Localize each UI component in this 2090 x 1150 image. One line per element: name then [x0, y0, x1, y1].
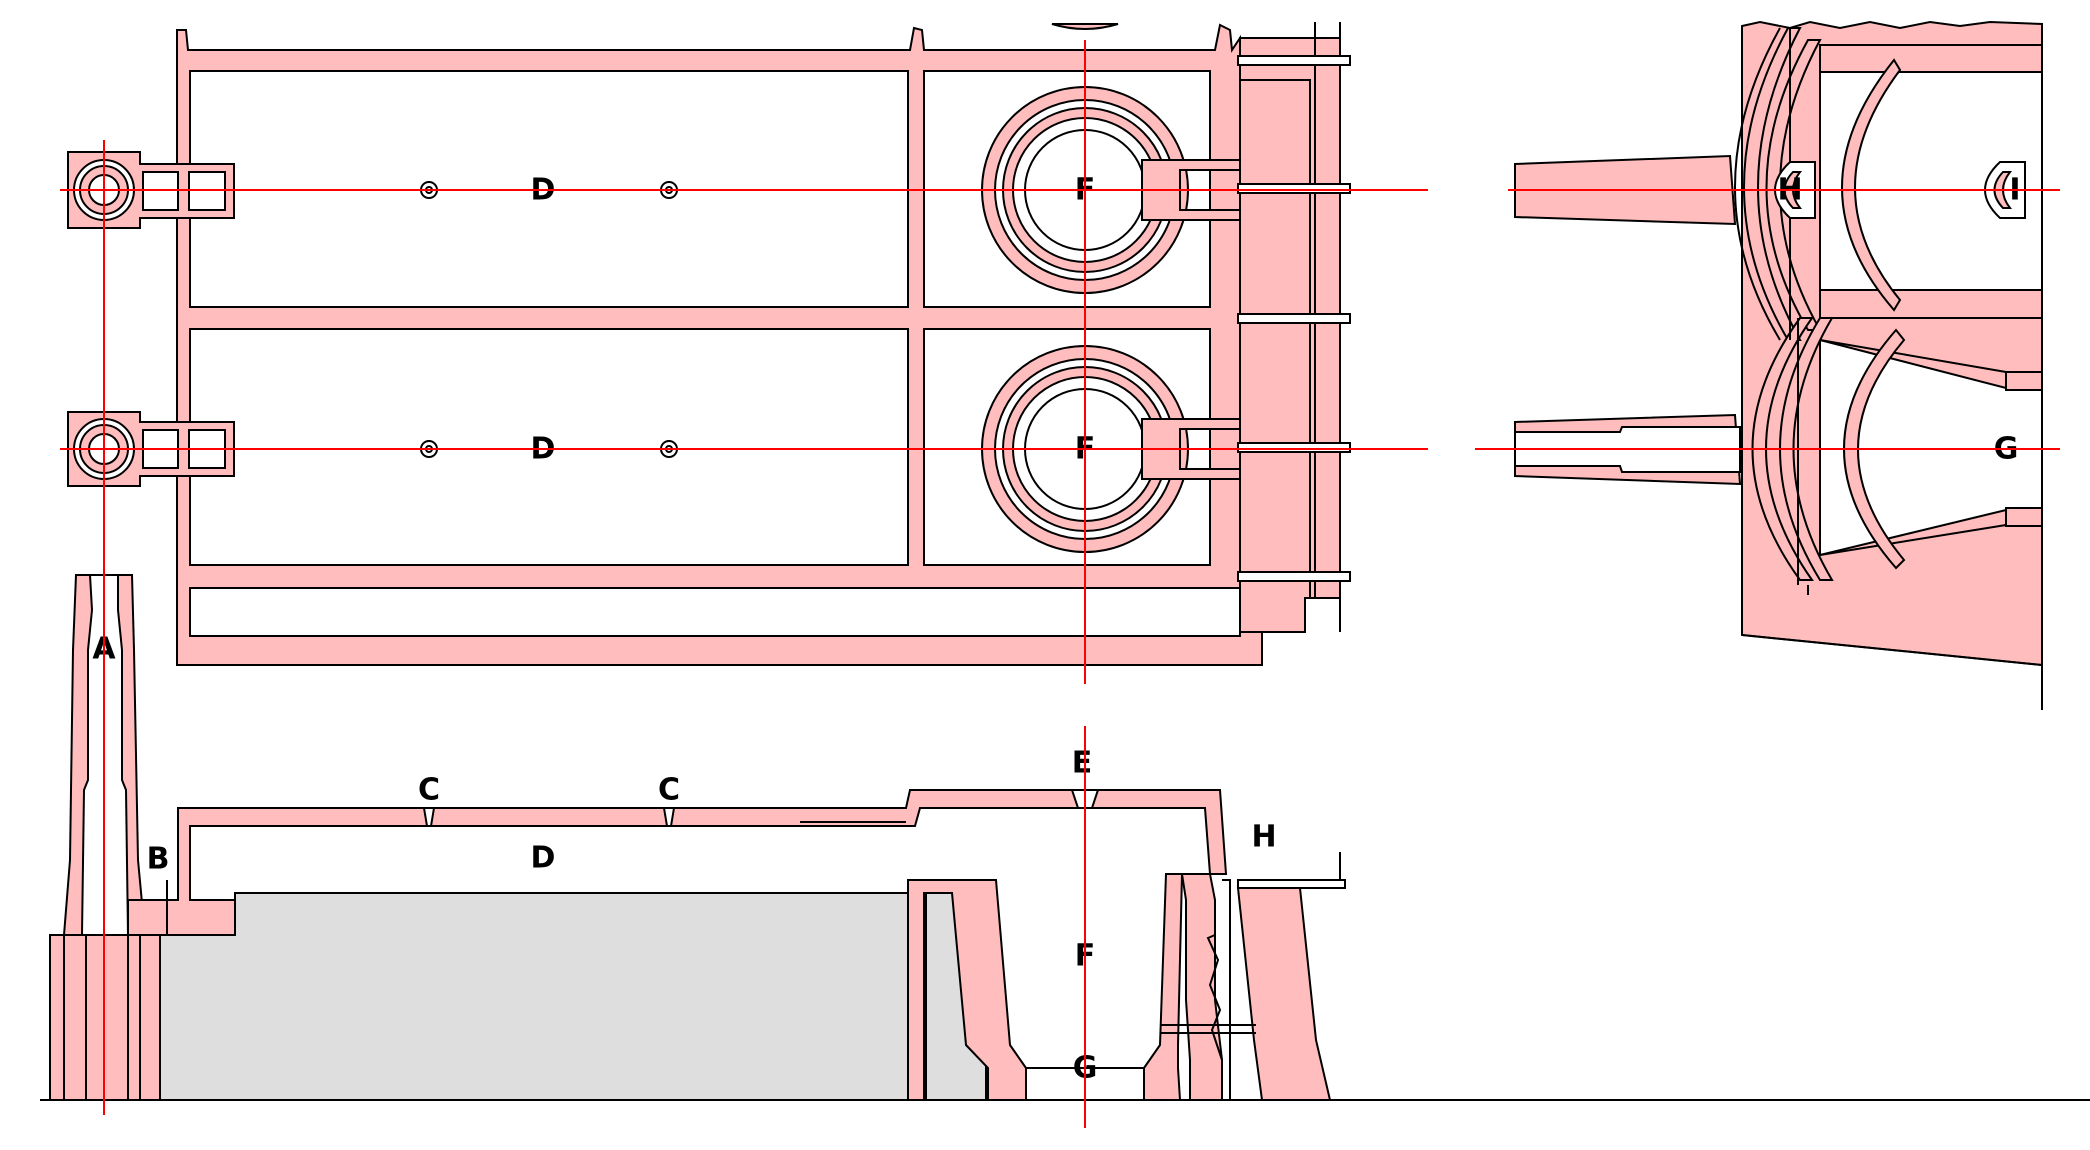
plan-flue-slots	[1237, 55, 1351, 582]
section-outer-wall	[1236, 887, 1332, 1101]
section-firebox-left-wall	[907, 879, 1027, 1101]
plan-view: D D F F	[67, 22, 1351, 666]
section-label-c-right: C	[658, 773, 680, 808]
plan-lower-chamber	[189, 328, 909, 566]
plan-bottom-channel	[189, 587, 1241, 637]
section-label-b: B	[147, 842, 170, 877]
plan-right-strip-lines	[1240, 22, 1341, 632]
section-ash-fill	[159, 892, 909, 1101]
center-axes	[60, 40, 2060, 1128]
section-wedge-wall	[1180, 873, 1223, 1101]
plan-top-cap	[1051, 23, 1119, 30]
detail-upper-shells	[1734, 27, 1902, 341]
section-label-d: D	[531, 841, 556, 876]
plan-right-strip	[1239, 37, 1341, 633]
section-ledge	[1237, 879, 1346, 889]
section-port-c-left	[422, 807, 436, 827]
detail-view: H I G	[1514, 20, 2043, 710]
section-label-h: H	[1251, 820, 1276, 855]
detail-lower-shells	[1751, 317, 1906, 581]
section-label-e: E	[1072, 746, 1093, 781]
section-firebox-right-wall	[1143, 873, 1184, 1101]
section-port-c-right	[662, 807, 676, 827]
section-label-c-left: C	[418, 773, 440, 808]
